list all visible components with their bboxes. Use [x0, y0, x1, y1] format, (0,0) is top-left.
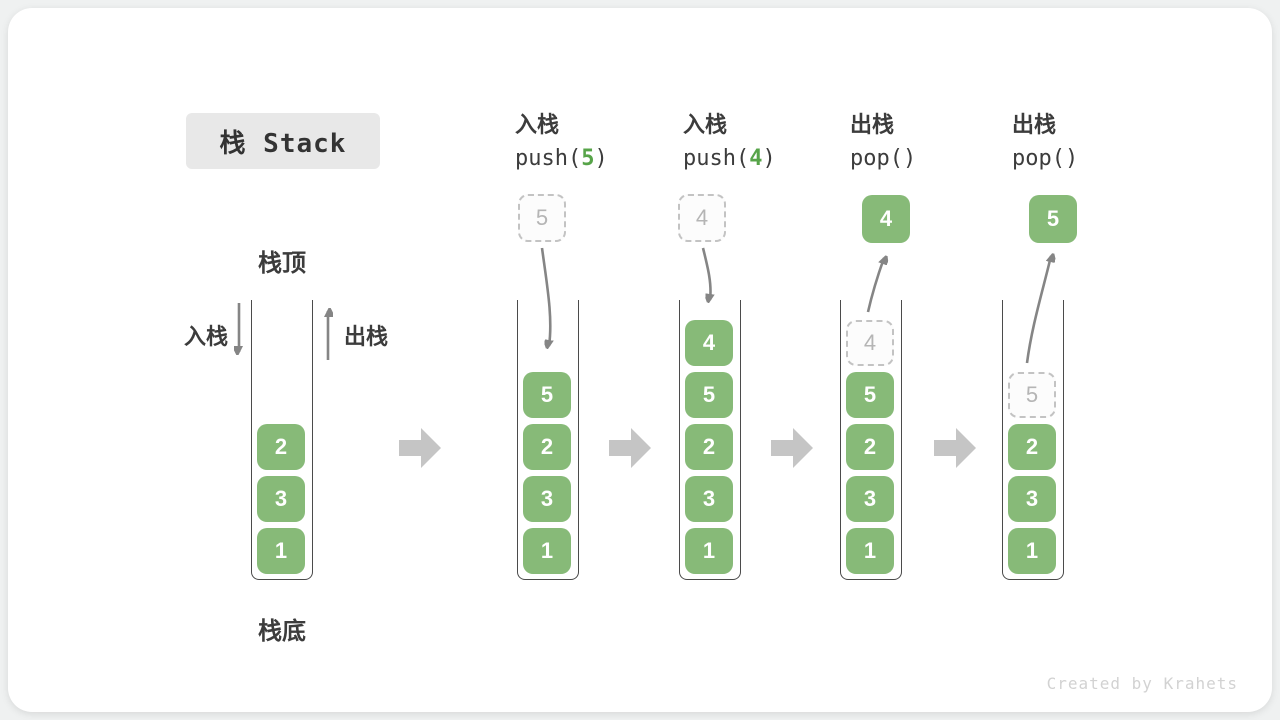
stack-block: 1: [257, 528, 305, 574]
page-title: 栈 Stack: [219, 128, 347, 159]
stack-block: 5: [523, 372, 571, 418]
popped-value-5: 5: [1029, 195, 1077, 243]
op-name: 出栈: [1012, 112, 1057, 137]
op-code: pop(): [1012, 146, 1172, 171]
credit-watermark: Created by Krahets: [1046, 674, 1238, 693]
operation-label-pop-1: 出栈 pop(): [850, 107, 1010, 171]
code-prefix: pop(: [1012, 146, 1065, 171]
pop-side-label: 出栈: [344, 324, 389, 349]
stack-container-pop-5: 5 2 3 1: [1002, 300, 1064, 580]
op-name: 入栈: [515, 112, 560, 137]
stack-block: 3: [257, 476, 305, 522]
stack-block: 3: [685, 476, 733, 522]
stack-block: 1: [685, 528, 733, 574]
op-name: 出栈: [850, 112, 895, 137]
stack-bottom-label: 栈底: [258, 618, 306, 645]
stack-block: 2: [1008, 424, 1056, 470]
code-suffix: ): [1064, 146, 1079, 171]
op-name: 入栈: [683, 112, 728, 137]
stack-block: 3: [1008, 476, 1056, 522]
stack-block-ghost: 4: [846, 320, 894, 366]
popped-value-4: 4: [862, 195, 910, 243]
stack-container-initial: 2 3 1: [251, 300, 313, 580]
stack-block: 3: [523, 476, 571, 522]
stack-block: 2: [257, 424, 305, 470]
stack-block: 5: [685, 372, 733, 418]
stack-container-push-5: 5 2 3 1: [517, 300, 579, 580]
stack-block: 1: [1008, 528, 1056, 574]
stack-block: 3: [846, 476, 894, 522]
stack-block: 2: [685, 424, 733, 470]
code-prefix: push(: [683, 146, 750, 171]
next-step-arrow-icon: [609, 428, 651, 468]
code-suffix: ): [762, 146, 776, 171]
op-code: push(5): [515, 146, 675, 171]
incoming-value-4: 4: [678, 194, 726, 242]
code-suffix: ): [902, 146, 917, 171]
code-suffix: ): [594, 146, 608, 171]
stack-block: 1: [846, 528, 894, 574]
stack-block: 2: [846, 424, 894, 470]
operation-label-pop-2: 出栈 pop(): [1012, 107, 1172, 171]
next-step-arrow-icon: [934, 428, 976, 468]
op-code: push(4): [683, 146, 843, 171]
next-step-arrow-icon: [771, 428, 813, 468]
title-box: 栈 Stack: [186, 113, 380, 169]
operation-label-push-4: 入栈 push(4): [683, 107, 843, 171]
stack-block: 2: [523, 424, 571, 470]
stack-container-pop-4: 4 5 2 3 1: [840, 300, 902, 580]
incoming-value-5: 5: [518, 194, 566, 242]
stack-block: 4: [685, 320, 733, 366]
code-value: 5: [581, 146, 595, 171]
push-side-label: 入栈: [184, 324, 229, 349]
stack-top-label: 栈顶: [258, 250, 306, 277]
code-value: 4: [749, 146, 763, 171]
stack-block: 5: [846, 372, 894, 418]
op-code: pop(): [850, 146, 1010, 171]
stack-block-ghost: 5: [1008, 372, 1056, 418]
operation-label-push-5: 入栈 push(5): [515, 107, 675, 171]
next-step-arrow-icon: [399, 428, 441, 468]
code-prefix: push(: [515, 146, 582, 171]
stack-block: 1: [523, 528, 571, 574]
code-prefix: pop(: [850, 146, 903, 171]
stack-container-push-4: 4 5 2 3 1: [679, 300, 741, 580]
